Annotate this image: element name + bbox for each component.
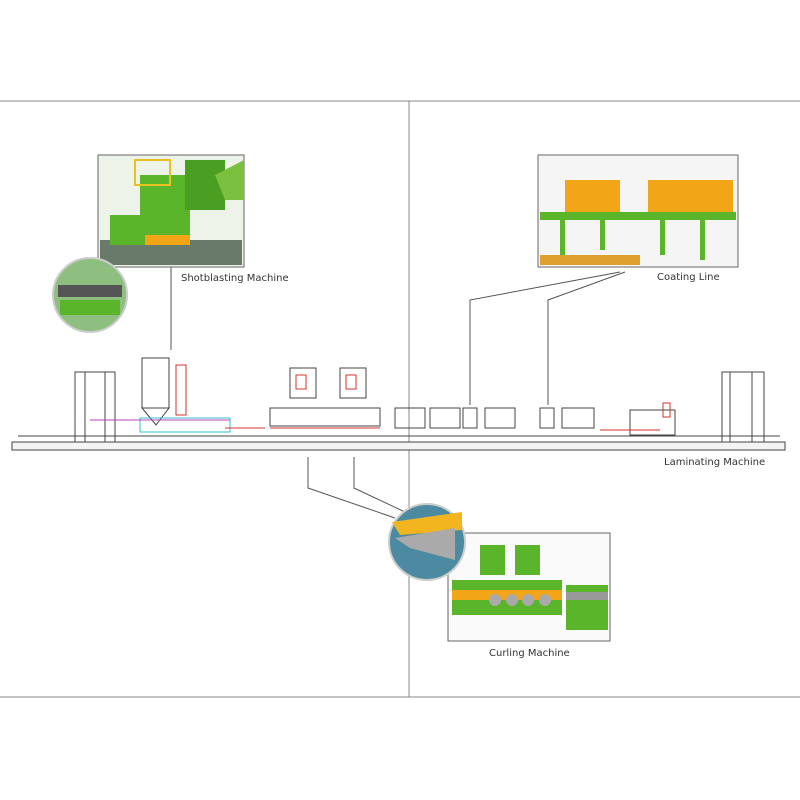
shotblasting-machine-photo	[97, 154, 245, 268]
frame-lines	[0, 100, 800, 698]
production-line-drawing	[11, 357, 786, 451]
curling-machine-photo	[447, 532, 611, 642]
callout-leaders	[170, 267, 626, 519]
laminating-machine-label: Laminating Machine	[664, 457, 766, 468]
shotblasting-machine-label: Shotblasting Machine	[181, 273, 289, 284]
coating-line-photo	[537, 154, 739, 268]
coating-line-label: Coating Line	[657, 272, 720, 283]
curling-detail-inset	[388, 503, 466, 581]
shotblasting-detail-inset	[52, 257, 128, 333]
curling-machine-label: Curling Machine	[489, 648, 570, 659]
